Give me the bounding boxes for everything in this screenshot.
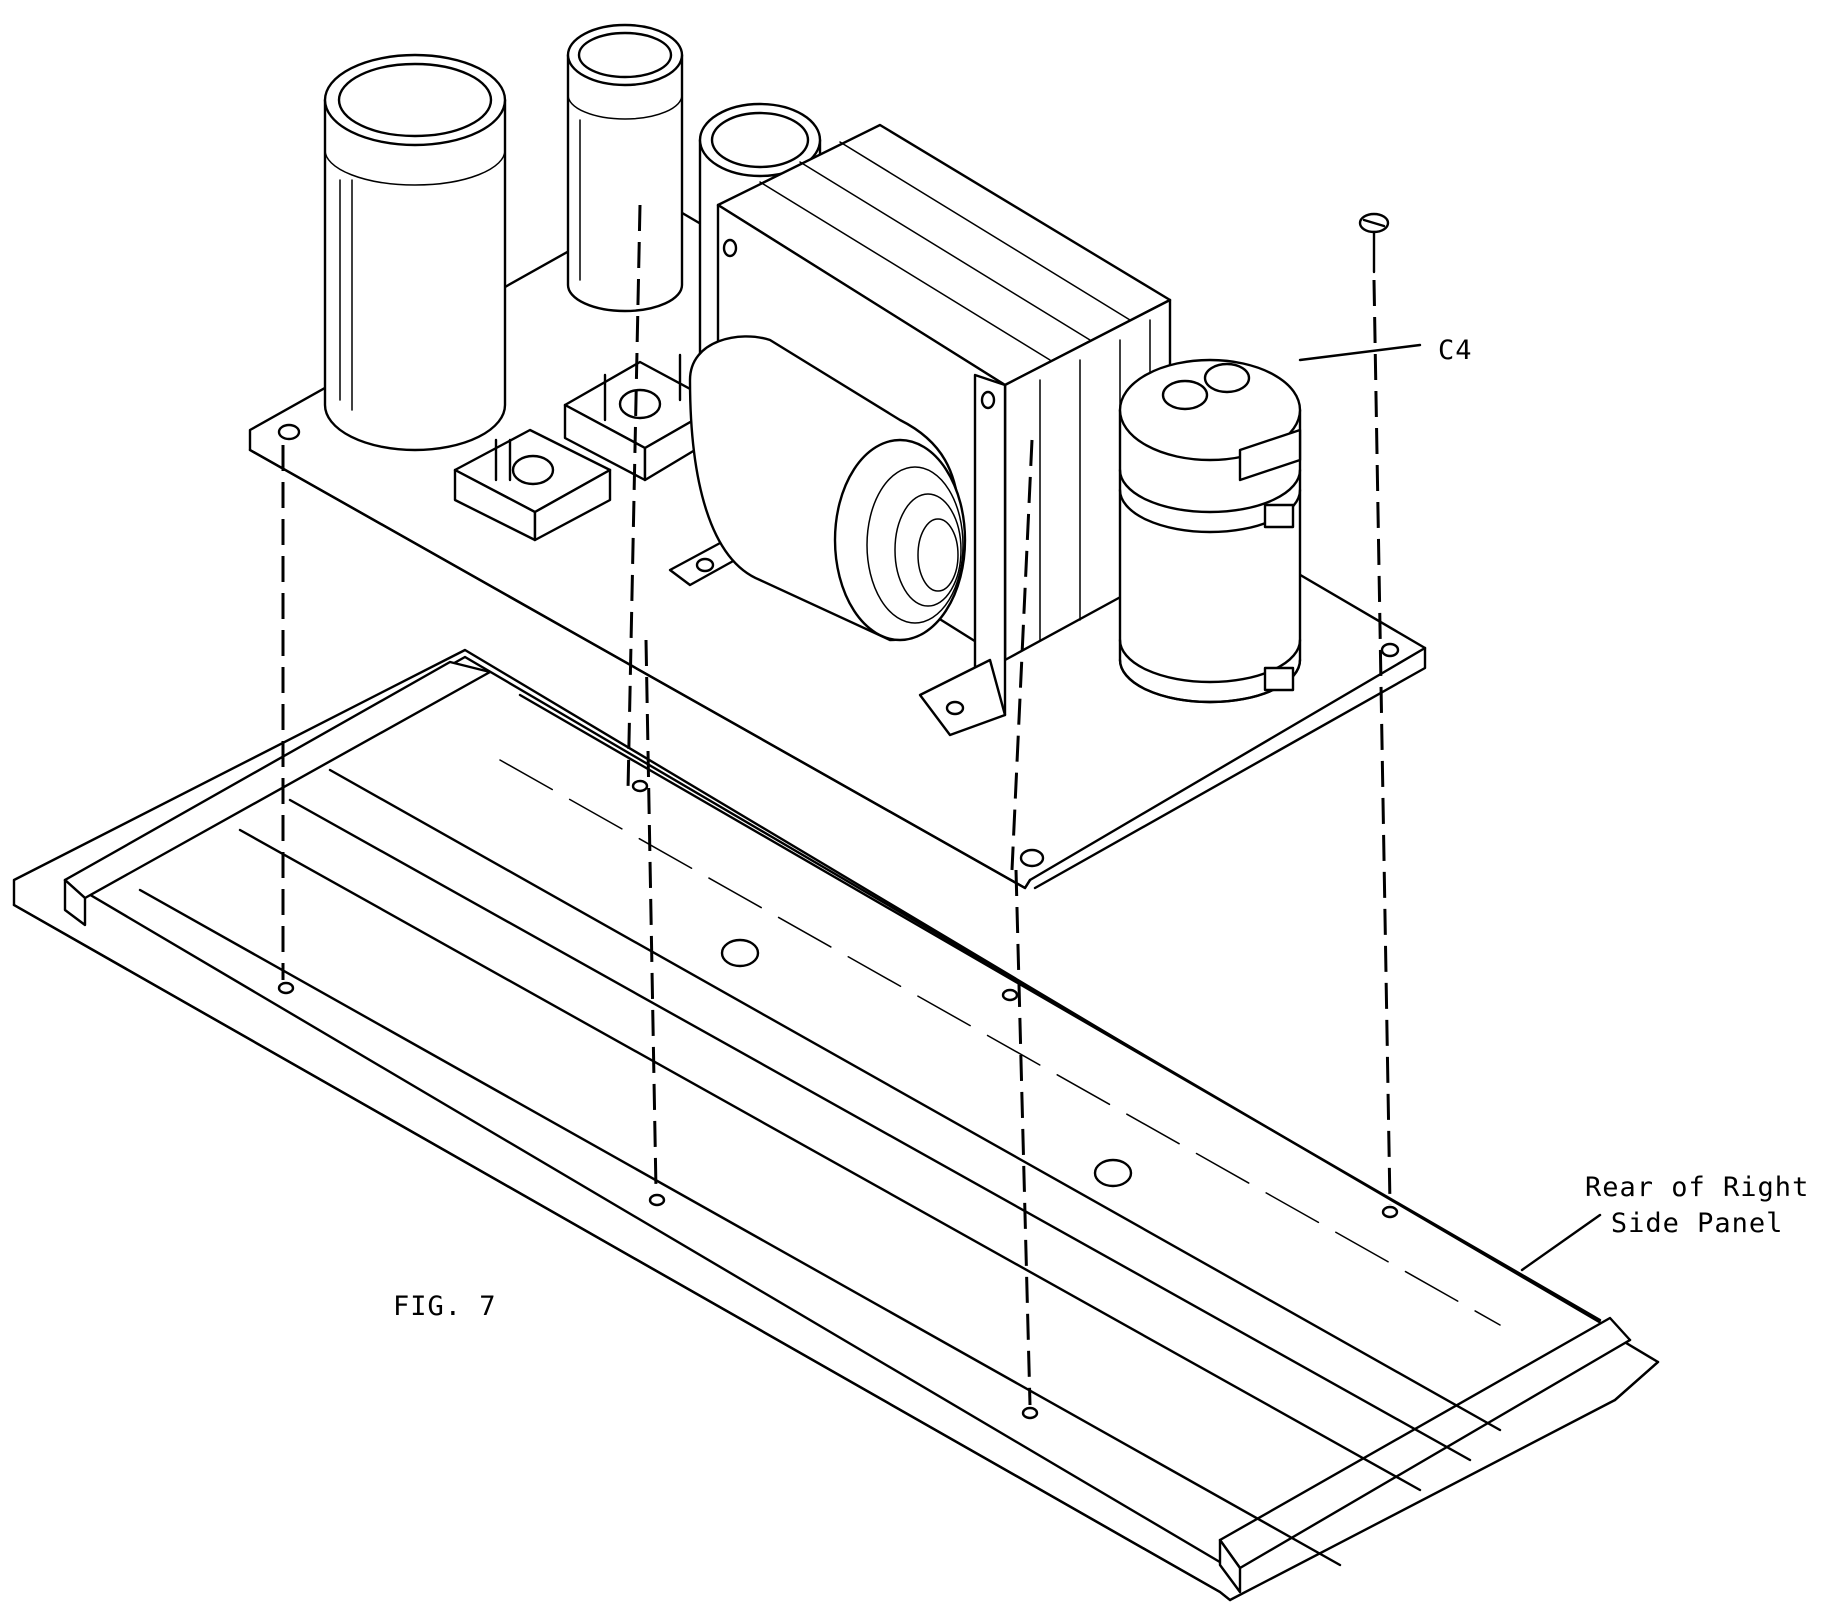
capacitor-medium (566, 23, 684, 313)
alignment-lines (281, 204, 1392, 1406)
capacitor-c4 (1118, 358, 1302, 704)
transformer (668, 123, 1172, 737)
rear-panel-label-line1: Rear of Right (1585, 1172, 1810, 1203)
screw-icon (1358, 212, 1390, 274)
side-panel (12, 648, 1660, 1602)
capacitor-large (323, 53, 507, 452)
c4-label: C4 (1438, 335, 1473, 366)
rectifier-left (453, 428, 612, 542)
figure-caption: FIG. 7 (393, 1291, 497, 1322)
rear-panel-leader (1520, 1213, 1602, 1272)
c4-leader (1298, 343, 1422, 362)
rear-panel-label-line2: Side Panel (1610, 1208, 1784, 1239)
